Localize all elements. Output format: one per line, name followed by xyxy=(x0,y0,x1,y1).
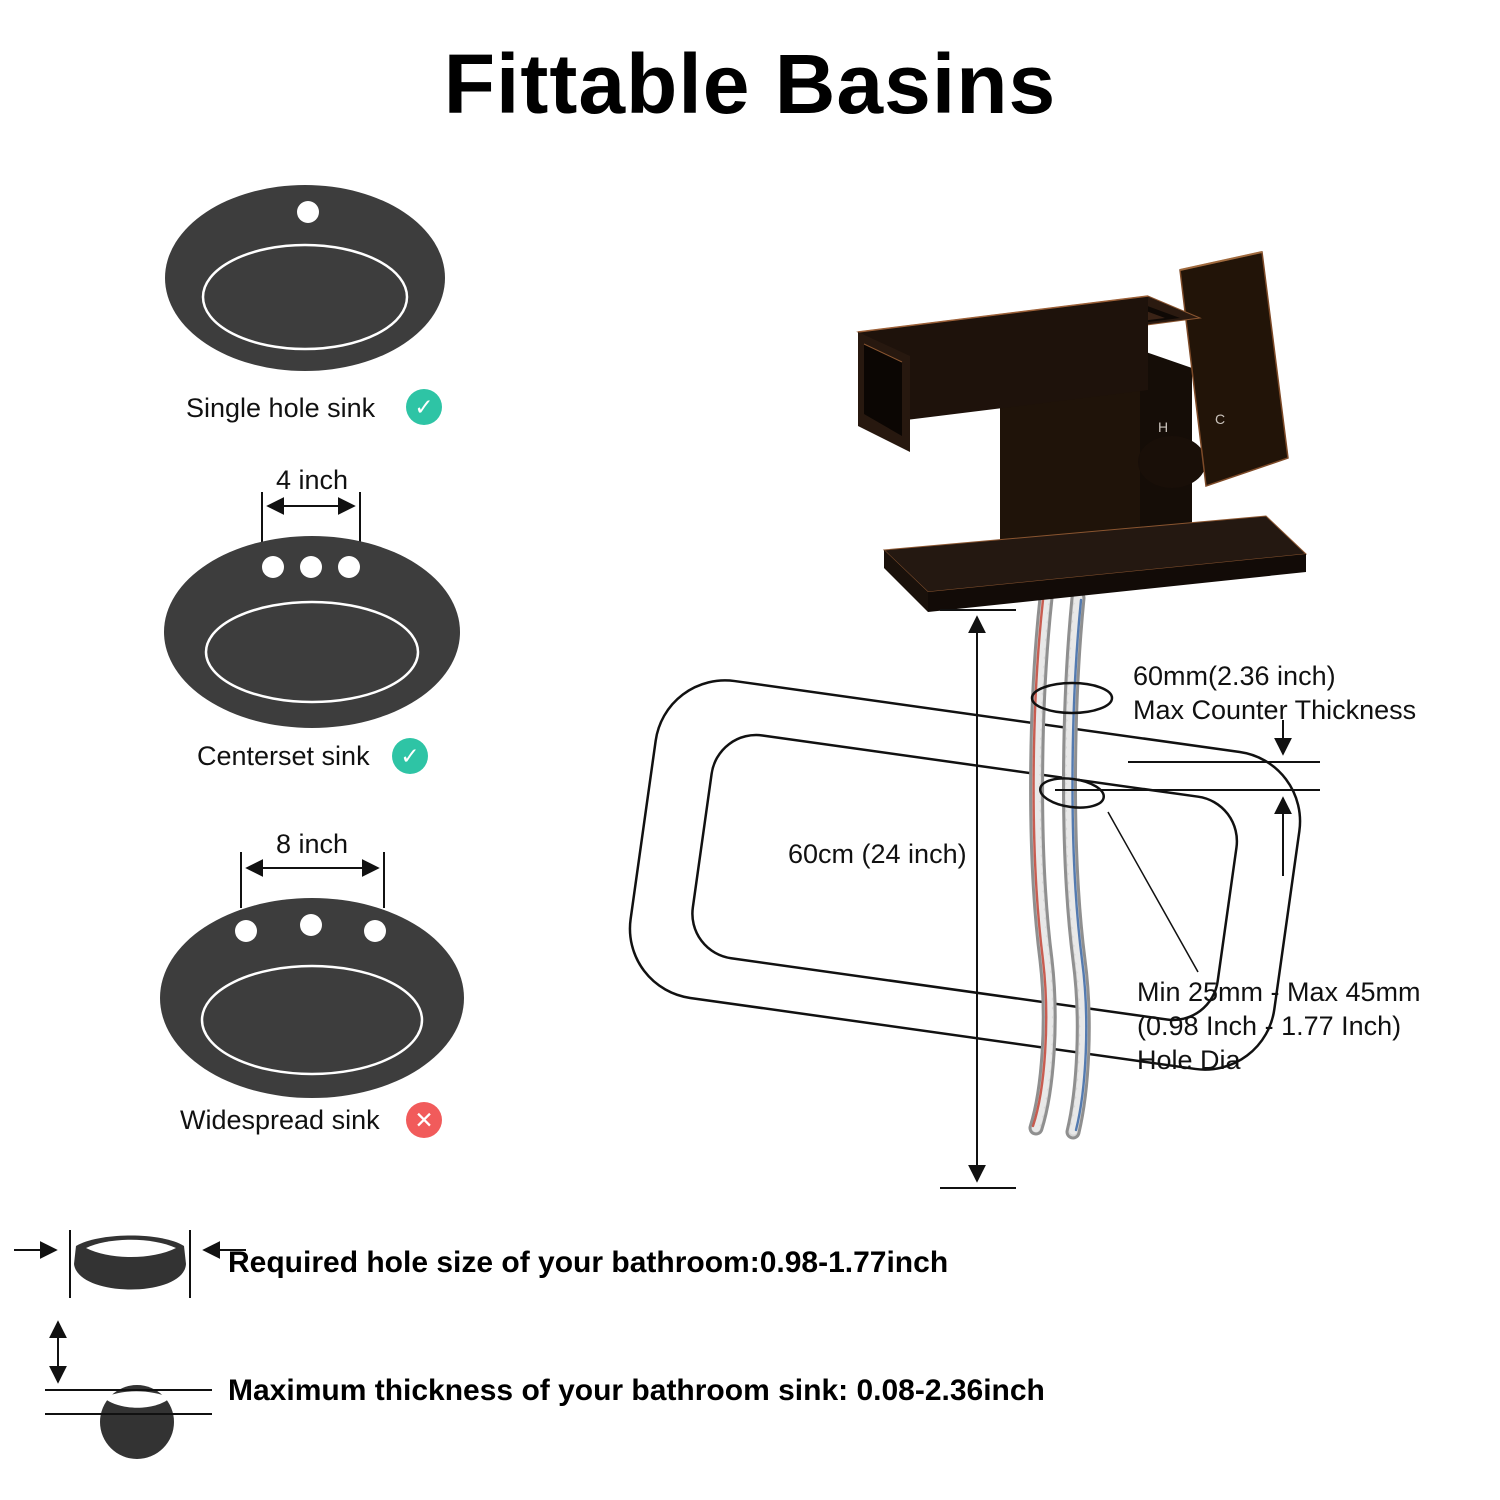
page-title: Fittable Basins xyxy=(443,37,1057,131)
faucet-illustration: H C xyxy=(856,251,1308,612)
four-inch-dimension-arrow xyxy=(261,492,361,543)
eight-inch-label: 8 inch xyxy=(275,829,349,859)
widespread-sink-label: Widespread sink xyxy=(180,1105,380,1135)
supply-hoses xyxy=(1028,590,1091,1140)
hole-dia-line3: Hole Dia xyxy=(1137,1045,1241,1075)
cold-marking-text: C xyxy=(1215,411,1225,427)
centerset-sink-label: Centerset sink xyxy=(197,741,370,771)
thickness-icon xyxy=(45,1320,212,1459)
centerset-sink-graphic xyxy=(164,536,460,728)
counter-thickness-value: 60mm(2.36 inch) xyxy=(1133,661,1336,691)
hole-diameter-callout xyxy=(1039,777,1199,973)
hole-size-note: Required hole size of your bathroom:0.98… xyxy=(228,1246,949,1279)
hole-dia-line2: (0.98 Inch - 1.77 Inch) xyxy=(1137,1011,1402,1041)
hot-marking-text: H xyxy=(1158,419,1168,435)
widespread-cross-icon: ✕ xyxy=(406,1102,442,1138)
single-hole-sink-graphic xyxy=(165,185,445,371)
thickness-note: Maximum thickness of your bathroom sink:… xyxy=(228,1374,1045,1407)
single-hole-check-icon: ✓ xyxy=(406,389,442,425)
widespread-sink-graphic xyxy=(160,898,464,1098)
eight-inch-dimension-arrow xyxy=(240,852,385,908)
sink-width-label: 60cm (24 inch) xyxy=(788,839,967,869)
height-dimension-line xyxy=(940,609,1016,1189)
hole-size-icon xyxy=(14,1230,246,1298)
centerset-check-icon: ✓ xyxy=(392,738,428,774)
single-hole-sink-label: Single hole sink xyxy=(186,393,376,423)
hole-dia-line1: Min 25mm - Max 45mm xyxy=(1137,977,1421,1007)
counter-thickness-caption: Max Counter Thickness xyxy=(1133,695,1417,725)
four-inch-label: 4 inch xyxy=(275,465,349,495)
